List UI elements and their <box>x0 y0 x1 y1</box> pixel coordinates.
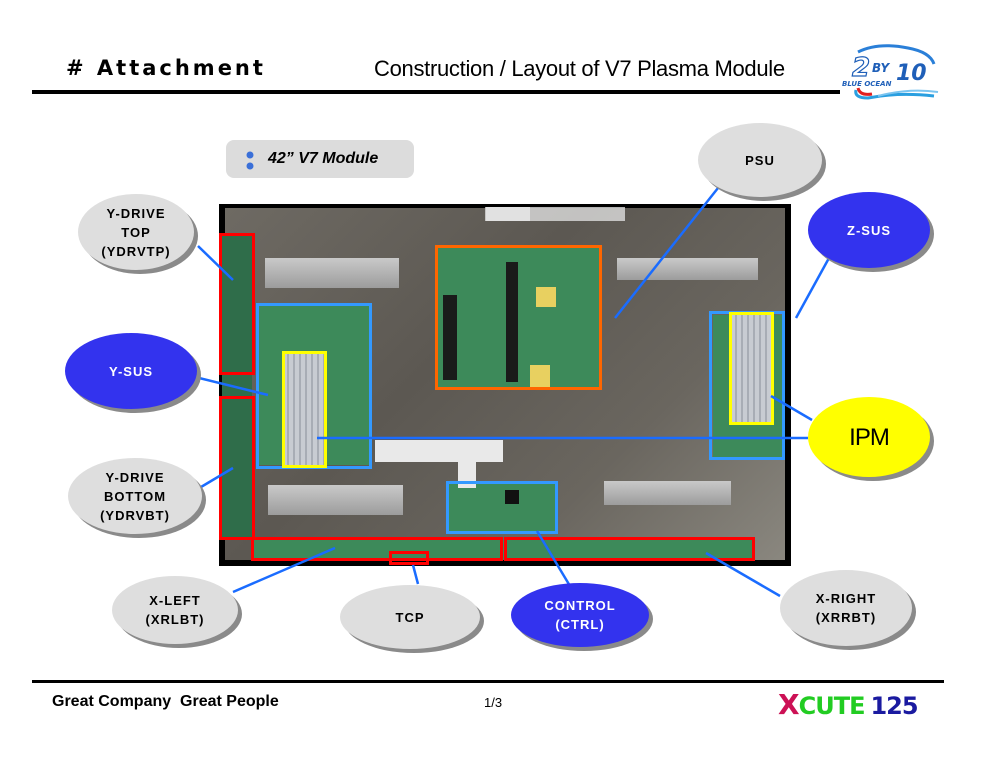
subtitle-box <box>226 140 414 178</box>
y-sus-heatsink-image <box>283 352 325 466</box>
section-label: # Attachment <box>66 56 266 80</box>
callout-text: IPM <box>849 423 890 451</box>
bracket-image <box>604 481 731 505</box>
callout-text: TOP <box>121 224 151 240</box>
callout-text: CONTROL <box>544 598 616 613</box>
psu-highlight <box>435 245 602 390</box>
label-sticker-image <box>485 207 625 221</box>
callout-text: Z-SUS <box>847 222 891 238</box>
y-drive-bottom-highlight <box>219 396 255 540</box>
psu-transformer-image <box>536 287 556 307</box>
flat-cable-image <box>458 440 476 488</box>
y-sus-ipm-highlight <box>282 351 327 468</box>
bullet-dots-icon <box>246 150 254 172</box>
svg-text:BLUE OCEAN: BLUE OCEAN <box>842 80 892 88</box>
callout-text: Y-SUS <box>108 363 153 379</box>
control-board-image <box>448 483 556 531</box>
callout-text: BOTTOM <box>103 488 167 504</box>
control-highlight <box>446 481 558 534</box>
page-number: 1/3 <box>484 695 503 710</box>
callout-text: (YDRVTP) <box>101 243 171 259</box>
psu-heatsink-image <box>443 295 457 380</box>
psu-transformer-image-2 <box>530 365 550 387</box>
callout-text: X-RIGHT <box>815 591 877 606</box>
footer-rule <box>32 680 944 683</box>
leader-line-zsus <box>794 257 831 319</box>
page-title: Construction / Layout of V7 Plasma Modul… <box>374 56 785 81</box>
2by10-blue-ocean-logo-icon: 2 BY 10 BLUE OCEAN <box>838 42 942 102</box>
x-right-highlight <box>504 537 755 561</box>
callout-text: (YDRVBT) <box>100 507 170 523</box>
header-rule-right <box>300 90 840 94</box>
callout-tcp: TCP <box>340 585 480 649</box>
psu-heatsink-image-2 <box>506 262 518 382</box>
flat-cable-image <box>375 440 503 462</box>
callout-ydrvtp: Y-DRIVE TOP (YDRVTP) <box>78 194 194 270</box>
bracket-image <box>617 258 758 280</box>
callout-xleft: X-LEFT (XRLBT) <box>112 576 238 644</box>
control-chip-image <box>505 490 519 504</box>
leader-line-tcp <box>411 564 420 585</box>
callout-control: CONTROL (CTRL) <box>511 583 649 647</box>
tcp-highlight <box>389 551 429 565</box>
callout-text: PSU <box>745 152 775 168</box>
callout-ipm: IPM <box>808 397 930 477</box>
svg-text:2: 2 <box>852 53 870 83</box>
footer-slogan: Great Company Great People <box>52 693 279 710</box>
svg-text:BY: BY <box>872 61 890 75</box>
callout-xright: X-RIGHT (XRRBT) <box>780 570 912 646</box>
callout-text: TCP <box>395 609 425 625</box>
z-sus-heatsink-image <box>731 315 771 423</box>
callout-zsus: Z-SUS <box>808 192 930 268</box>
callout-ydrvbt: Y-DRIVE BOTTOM (YDRVBT) <box>68 458 202 534</box>
x-left-highlight <box>251 537 503 561</box>
callout-text: X-LEFT <box>149 593 201 608</box>
callout-psu: PSU <box>698 123 822 197</box>
bracket-image <box>268 485 403 515</box>
xcute-logo-x: X <box>778 688 800 721</box>
callout-text: (XRRBT) <box>815 610 877 625</box>
header-rule-left <box>32 90 300 94</box>
y-drive-top-highlight <box>219 233 255 375</box>
bracket-image <box>265 258 399 288</box>
callout-text: Y-DRIVE <box>105 469 165 485</box>
xcute-logo-cute: CUTE <box>798 692 866 720</box>
callout-text: (CTRL) <box>555 617 605 632</box>
module-subtitle: 42” V7 Module <box>268 150 379 167</box>
xcute-logo-number: 125 <box>870 692 918 720</box>
callout-text: (XRLBT) <box>145 612 205 627</box>
callout-text: Y-DRIVE <box>106 205 166 221</box>
z-sus-ipm-highlight <box>729 312 774 425</box>
psu-board-image <box>437 247 599 387</box>
callout-ysus: Y-SUS <box>65 333 197 409</box>
svg-text:10: 10 <box>896 61 927 86</box>
